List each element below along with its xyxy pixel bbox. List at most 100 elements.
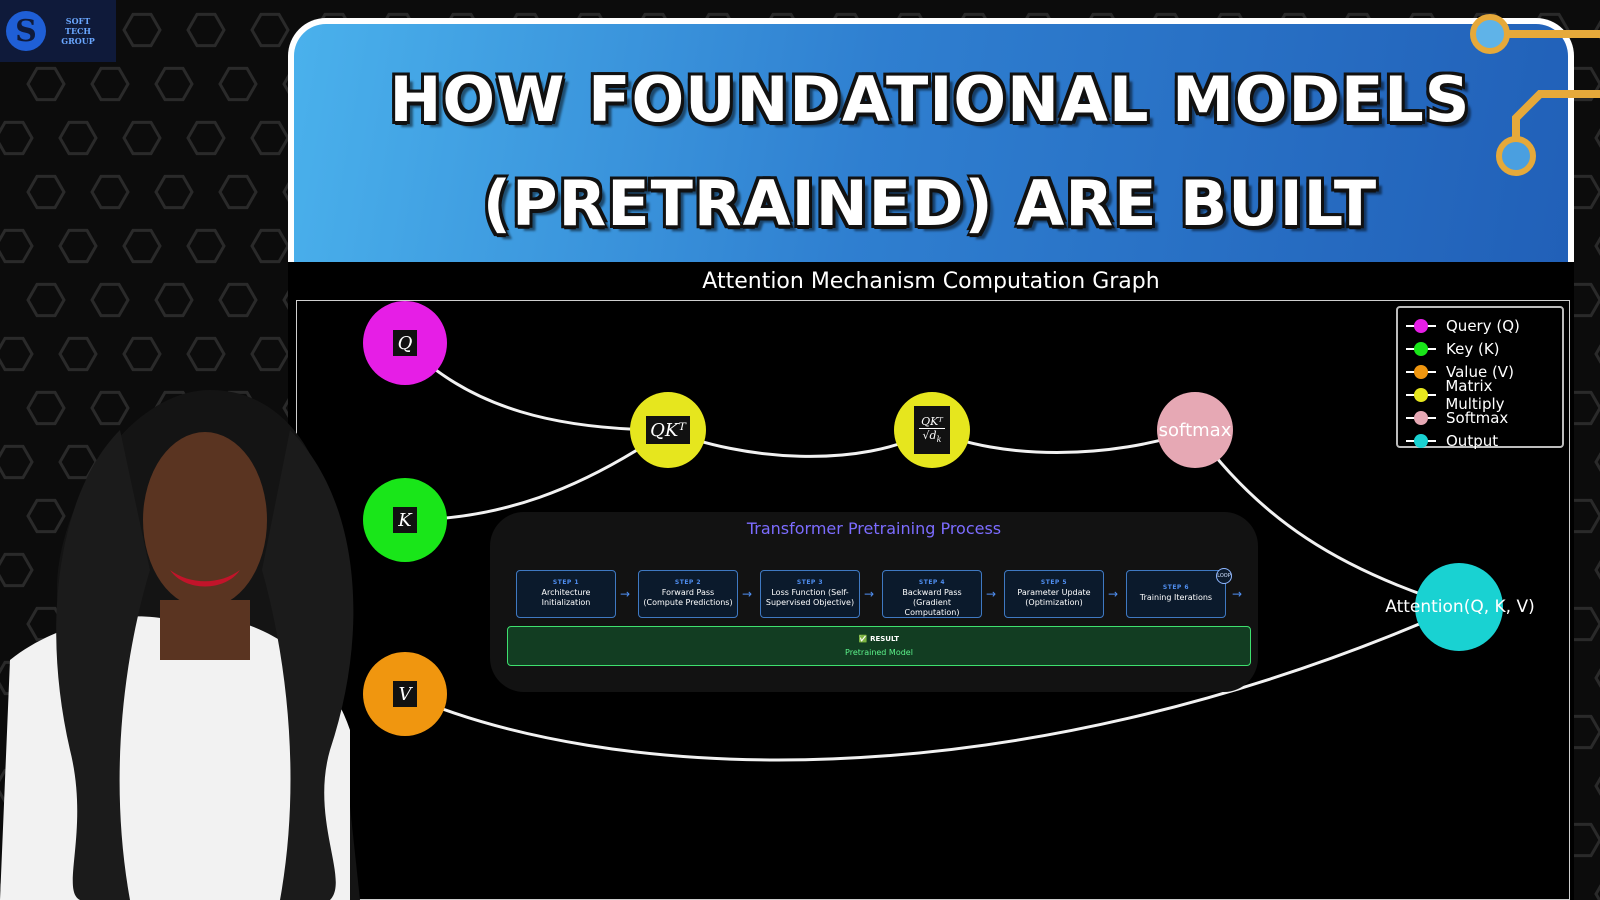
legend-label-query: Query (Q) (1446, 316, 1520, 335)
hexagon-shape (0, 444, 34, 480)
legend-item-matmul: Matrix Multiply (1406, 377, 1554, 413)
hexagon-shape (154, 174, 194, 210)
legend-label-softmax: Softmax (1446, 408, 1509, 427)
node-softmax-label: softmax (1158, 419, 1232, 441)
hexagon-shape (26, 282, 66, 318)
hexagon-shape (1594, 128, 1600, 148)
edge-v-output (404, 605, 1460, 762)
logo-text-line2: GROUP (61, 36, 95, 46)
hexagon-shape (186, 120, 226, 156)
step-label: Backward Pass (Gradient Computation) (902, 588, 962, 617)
hexagon-shape (218, 174, 258, 210)
hexagon-shape (122, 336, 162, 372)
edge-qkt-scaled (667, 428, 933, 458)
result-value: Pretrained Model (845, 648, 913, 657)
hexagon-shape (122, 120, 162, 156)
legend-swatch-key (1406, 341, 1436, 357)
node-scaled-den-main: √d (922, 429, 937, 443)
presenter-photo (0, 390, 360, 900)
legend-swatch-matmul (1406, 387, 1436, 403)
hexagon-shape (1594, 236, 1600, 256)
legend-item-value: Value (V) (1406, 360, 1554, 383)
hexagon-shape (250, 228, 290, 264)
legend-item-output: Output (1406, 429, 1554, 452)
legend-swatch-query (1406, 318, 1436, 334)
page-title-line1: HOW FOUNDATIONAL MODELS (389, 63, 1471, 136)
legend-label-matmul: Matrix Multiply (1445, 376, 1505, 413)
node-output (1415, 563, 1503, 651)
node-output-label: Attention(Q, K, V) (1385, 597, 1535, 617)
step-number: STEP 1 (552, 579, 580, 586)
hexagon-shape (250, 336, 290, 372)
title-banner (288, 18, 1574, 268)
step-number: STEP 3 (796, 579, 824, 586)
hexagon-shape (26, 174, 66, 210)
hexagon-shape (58, 336, 98, 372)
step-number: STEP 4 (918, 579, 946, 586)
node-softmax (1157, 392, 1233, 468)
hexagon-shape (1594, 884, 1600, 900)
process-step-3: STEP 3 Loss Function (Self-Supervised Ob… (760, 570, 860, 618)
page-title-line2: (PRETRAINED) ARE BUILT (482, 167, 1378, 240)
hexagon-shape (1594, 452, 1600, 472)
result-box: ✅ RESULT Pretrained Model (507, 626, 1251, 666)
step-label: Training Iterations (1139, 593, 1213, 602)
node-v-label: V (393, 681, 417, 707)
node-qkt-label: QKᵀ (646, 416, 690, 444)
hexagon-shape (218, 66, 258, 102)
step-label: Parameter Update (Optimization) (1017, 588, 1091, 607)
process-title: Transformer Pretraining Process (746, 519, 1002, 538)
hexagon-shape (1594, 668, 1600, 688)
step-label: Loss Function (Self-Supervised Objective… (765, 588, 855, 607)
logo-text-line1: SOFT TECH (65, 16, 91, 36)
node-scaled-denominator: √dk (923, 429, 942, 444)
hexagon-shape (154, 66, 194, 102)
circuit-decoration (1470, 14, 1600, 176)
node-scaled-label: QKᵀ √dk (914, 406, 950, 454)
hexagon-shape (90, 282, 130, 318)
legend-swatch-value (1406, 364, 1436, 380)
legend-swatch-softmax (1406, 410, 1436, 426)
arrow-right-icon: → (1232, 587, 1243, 601)
hexagon-shape (122, 228, 162, 264)
arrow-right-icon: → (864, 587, 875, 601)
hexagon-shape (218, 282, 258, 318)
hexagon-shape (0, 336, 34, 372)
hexagon-shape (26, 66, 66, 102)
loop-badge-icon: LOOP (1216, 568, 1232, 584)
graph-legend: Query (Q) Key (K) Value (V) Matrix Multi… (1396, 306, 1564, 450)
process-step-6: STEP 6 Training Iterations (1126, 570, 1226, 618)
process-step-1: STEP 1 Architecture Initialization (516, 570, 616, 618)
graph-title: Attention Mechanism Computation Graph (702, 269, 1160, 294)
hexagon-shape (0, 120, 34, 156)
hexagon-shape (90, 174, 130, 210)
hexagon-shape (1594, 560, 1600, 580)
arrow-right-icon: → (742, 587, 753, 601)
page-title: HOW FOUNDATIONAL MODELS (PRETRAINED) ARE… (300, 48, 1560, 256)
hexagon-shape (90, 66, 130, 102)
arrow-right-icon: → (1108, 587, 1119, 601)
hexagon-shape (186, 336, 226, 372)
step-label: Forward Pass (Compute Predictions) (643, 588, 733, 607)
logo-s-icon: S (6, 11, 46, 51)
hexagon-shape (250, 12, 290, 48)
hexagon-shape (26, 498, 66, 534)
step-number: STEP 2 (674, 579, 702, 586)
legend-item-query: Query (Q) (1406, 314, 1554, 337)
hexagon-shape (58, 120, 98, 156)
hexagon-shape (0, 228, 34, 264)
hexagon-shape (26, 390, 66, 426)
hexagon-shape (250, 120, 290, 156)
arrow-right-icon: → (620, 587, 631, 601)
hexagon-shape (154, 282, 194, 318)
hexagon-shape (58, 228, 98, 264)
hexagon-shape (1594, 776, 1600, 796)
legend-swatch-output (1406, 433, 1436, 449)
node-scaled-numerator: QKᵀ (919, 415, 945, 430)
legend-label-output: Output (1446, 431, 1499, 450)
hexagon-shape (186, 12, 226, 48)
process-step-2: STEP 2 Forward Pass (Compute Predictions… (638, 570, 738, 618)
node-k-label: K (393, 507, 417, 533)
hexagon-shape (0, 552, 34, 588)
brand-logo: S SOFT TECH GROUP (0, 0, 116, 62)
